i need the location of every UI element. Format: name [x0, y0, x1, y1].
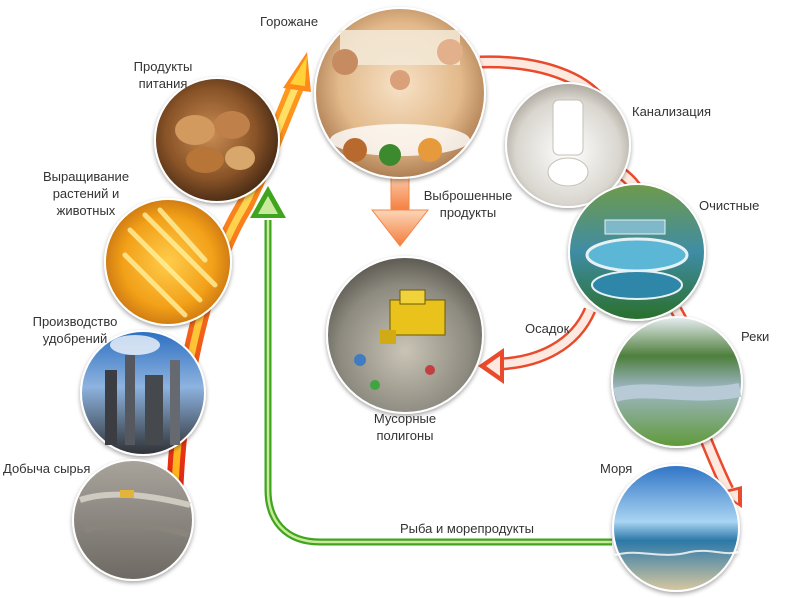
label-rivers: Реки: [741, 328, 769, 345]
label-fertilizer: Производство удобрений: [24, 313, 126, 347]
label-discarded-line1: Выброшенные: [413, 187, 523, 204]
label-food-line2: питания: [118, 75, 208, 92]
label-citizens: Горожане: [260, 13, 318, 30]
label-sewer: Канализация: [632, 103, 711, 120]
fertilizer-photo: [81, 331, 205, 455]
label-discarded: Выброшенные продукты: [413, 187, 523, 221]
label-landfill: Мусорные полигоны: [350, 410, 460, 444]
label-seafood: Рыба и морепродукты: [400, 520, 534, 537]
label-fertilizer-line2: удобрений: [24, 330, 126, 347]
label-sediment: Осадок: [525, 320, 569, 337]
label-food: Продукты питания: [118, 58, 208, 92]
treatment-photo: [569, 184, 705, 320]
citizens-photo: [315, 8, 485, 178]
rivers-photo: [612, 317, 742, 447]
label-growing-line1: Выращивание: [36, 168, 136, 185]
label-food-line1: Продукты: [118, 58, 208, 75]
label-fertilizer-line1: Производство: [24, 313, 126, 330]
label-growing-line3: животных: [36, 202, 136, 219]
food-photo: [155, 78, 279, 202]
seas-photo: [613, 465, 739, 591]
label-landfill-line1: Мусорные: [350, 410, 460, 427]
label-landfill-line2: полигоны: [350, 427, 460, 444]
raw-photo: [73, 460, 193, 580]
label-seas: Моря: [600, 460, 632, 477]
label-growing: Выращивание растений и животных: [36, 168, 136, 219]
label-discarded-line2: продукты: [413, 204, 523, 221]
label-raw: Добыча сырья: [3, 460, 90, 477]
label-growing-line2: растений и: [36, 185, 136, 202]
label-treatment: Очистные: [699, 197, 759, 214]
landfill-photo: [327, 257, 483, 413]
